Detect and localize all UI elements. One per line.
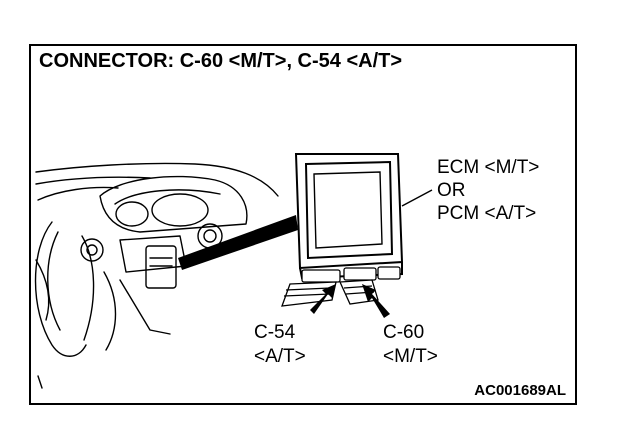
c60-code-label: C-60 (383, 322, 425, 343)
connector-plugs (281, 266, 401, 307)
module-label-pcm: PCM <A/T> (437, 203, 537, 224)
c54-arrow (310, 284, 336, 314)
c54-code-label: C-54 (254, 322, 296, 343)
ecm-pcm-module (294, 153, 404, 280)
steering-wheel (34, 221, 87, 357)
c60-variant-label: <M/T> (383, 346, 438, 367)
instrument-cluster (99, 175, 248, 233)
dashboard-outline (35, 162, 279, 197)
location-pointer (178, 215, 298, 270)
diagram-title: CONNECTOR: C-60 <M/T>, C-54 <A/T> (39, 50, 403, 72)
module-label-or: OR (437, 180, 466, 201)
c54-variant-label: <A/T> (254, 346, 306, 367)
module-label-ecm: ECM <M/T> (437, 157, 540, 178)
figure-code: AC001689AL (474, 382, 566, 399)
module-leader-line (401, 189, 433, 207)
c60-arrow (362, 284, 390, 318)
air-vent-left (80, 238, 104, 262)
module-location-marker (145, 245, 177, 289)
